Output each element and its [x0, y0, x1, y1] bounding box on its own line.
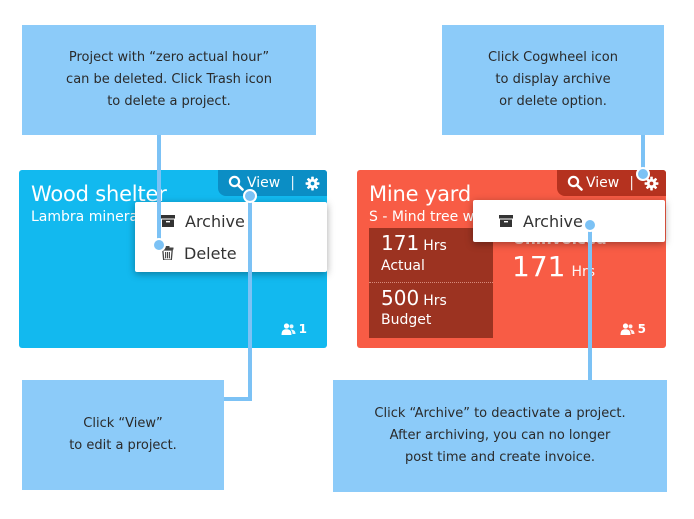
actual-hours-label: Actual	[381, 258, 425, 274]
callout-text-line: to edit a project.	[69, 438, 177, 453]
callout-text-line: post time and create invoice.	[404, 450, 596, 465]
actual-hours-unit: Hrs	[423, 238, 447, 254]
connector-line	[248, 196, 252, 401]
connector-line	[224, 397, 252, 401]
archive-label: Archive	[185, 211, 245, 231]
callout-text-line: to display archive	[495, 72, 611, 87]
callout-text-line: Click “View”	[83, 416, 163, 431]
callout-text-line: or delete option.	[499, 94, 607, 109]
callout-text-line: to delete a project.	[107, 94, 231, 109]
callout-text-line: Project with “zero actual hour”	[68, 50, 270, 65]
budget-hours-number: 500	[381, 286, 420, 310]
users-icon	[620, 323, 635, 335]
callout-text-line: can be deleted. Click Trash icon	[66, 72, 272, 87]
archive-box-icon	[161, 215, 175, 227]
users-icon	[281, 323, 296, 335]
stat-divider	[369, 282, 493, 283]
budget-hours-unit: Hrs	[423, 293, 447, 309]
view-button[interactable]: View	[557, 175, 619, 191]
project-options-menu: Archive Delete	[135, 202, 327, 272]
card-action-tab: View |	[218, 170, 327, 196]
delete-label: Delete	[184, 243, 237, 263]
callout-text-line: After archiving, you can no longer	[389, 428, 611, 443]
member-count: 5	[620, 322, 646, 336]
member-count-value: 5	[637, 322, 646, 336]
menu-item-archive[interactable]: Archive	[473, 205, 665, 237]
view-label: View	[586, 175, 620, 191]
connector-dot	[636, 167, 650, 181]
project-options-menu: Archive	[473, 200, 665, 242]
settings-button[interactable]	[305, 176, 320, 191]
view-button[interactable]: View	[218, 175, 280, 191]
callout-text-line: Click “Archive” to deactivate a project.	[374, 406, 626, 421]
connector-line	[641, 135, 645, 175]
connector-line	[588, 225, 592, 380]
project-title: Mine yard	[369, 182, 471, 206]
connector-dot	[243, 189, 257, 203]
gear-icon	[305, 176, 320, 190]
search-icon	[228, 175, 244, 191]
project-client: Lambra minera	[31, 209, 139, 225]
trash-icon	[161, 246, 174, 260]
callout-text-line: Click Cogwheel icon	[488, 50, 618, 65]
callout-view-info: Click “View” to edit a project.	[22, 380, 224, 490]
archive-box-icon	[499, 215, 513, 227]
archive-label: Archive	[523, 211, 583, 231]
view-label: View	[247, 175, 281, 191]
callout-archive-info: Click “Archive” to deactivate a project.…	[333, 380, 667, 492]
settings-button[interactable]	[644, 176, 659, 191]
search-icon	[567, 175, 583, 191]
budget-hours-label: Budget	[381, 312, 432, 328]
menu-item-archive[interactable]: Archive	[135, 205, 327, 237]
connector-line	[157, 135, 161, 245]
member-count-value: 1	[298, 322, 307, 336]
gear-icon	[644, 176, 659, 190]
project-card-mine-yard[interactable]: Mine yard S - Mind tree w View |	[357, 170, 666, 348]
callout-delete-info: Project with “zero actual hour” can be d…	[22, 25, 316, 135]
member-count: 1	[281, 322, 307, 336]
tab-separator: |	[629, 175, 634, 191]
actual-hours-number: 171	[381, 231, 420, 255]
callout-cog-info: Click Cogwheel icon to display archive o…	[442, 25, 664, 135]
tab-separator: |	[290, 175, 295, 191]
uninvoiced-hours-number: 171	[512, 250, 566, 283]
connector-dot	[583, 218, 597, 232]
menu-item-delete[interactable]: Delete	[135, 237, 327, 269]
connector-dot	[152, 238, 166, 252]
project-client: S - Mind tree w	[369, 209, 475, 225]
